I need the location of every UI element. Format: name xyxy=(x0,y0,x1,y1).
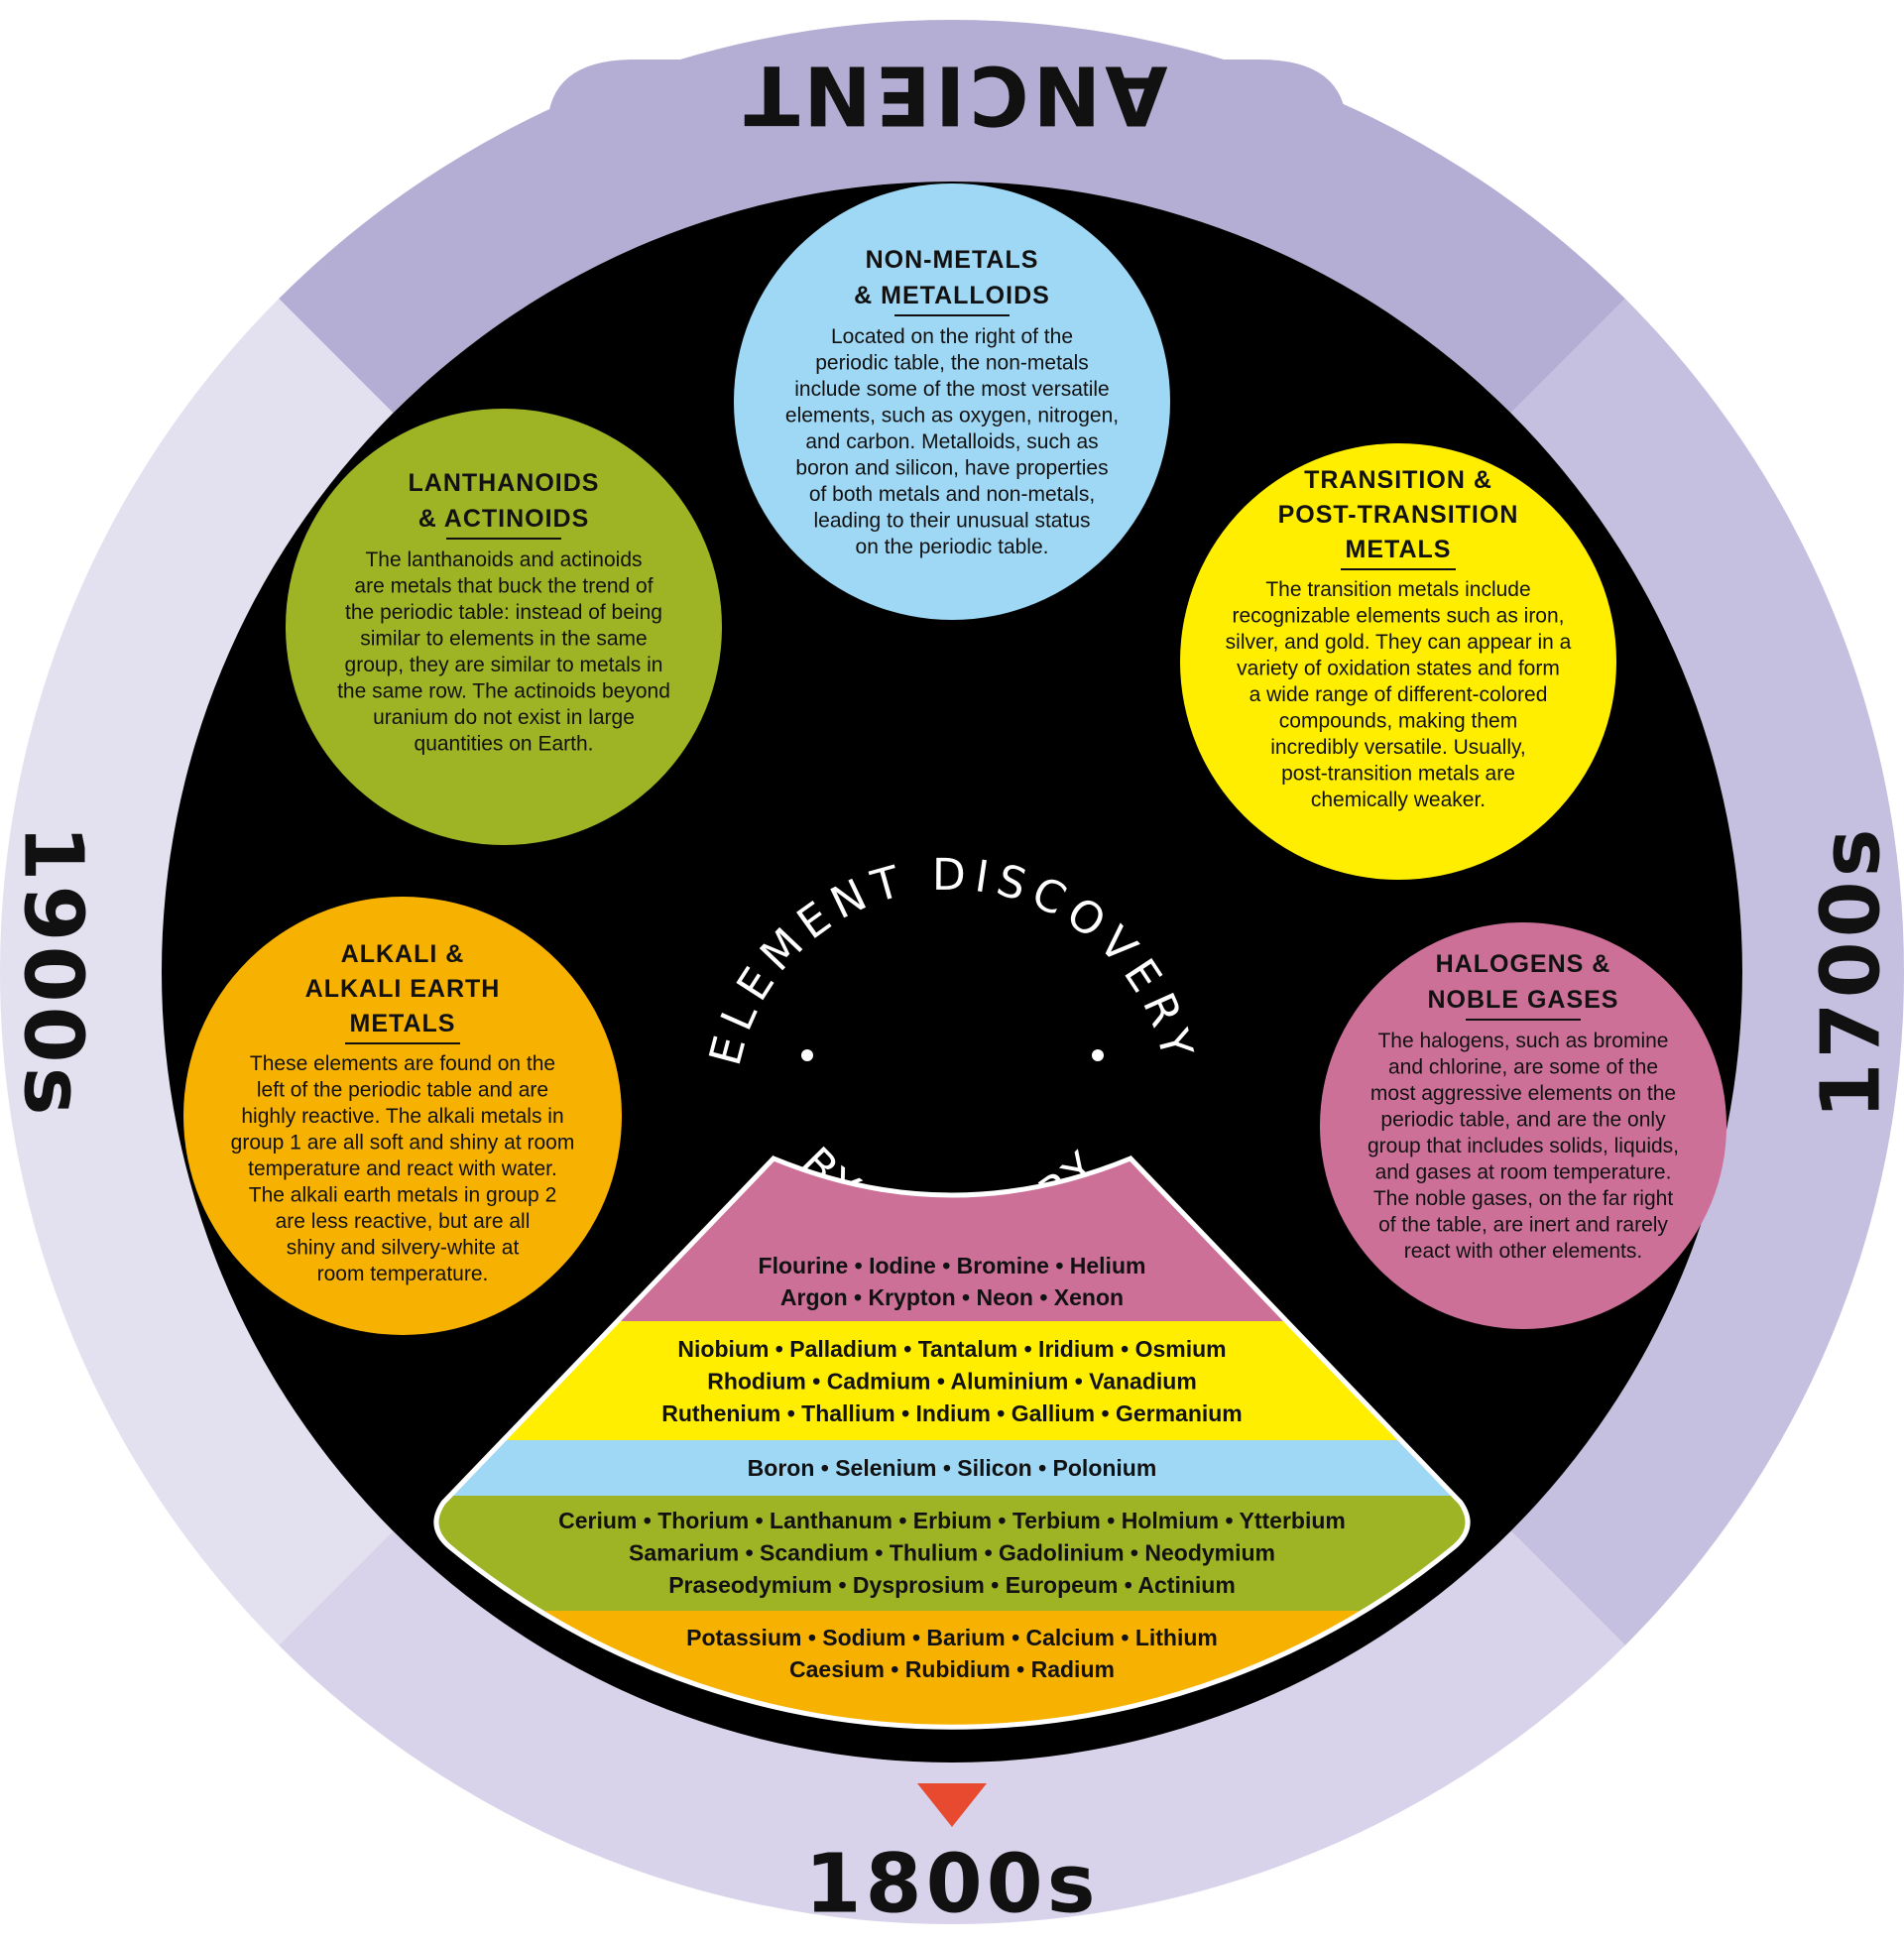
lanthanoids-body-line: group, they are similar to metals in xyxy=(345,654,663,676)
nonmetals-body-line: Located on the right of the xyxy=(831,325,1073,348)
alkali-body-line: room temperature. xyxy=(317,1263,489,1285)
segment-outline xyxy=(433,1155,1471,1730)
halogens-body-line: periodic table, and are the only xyxy=(1380,1109,1666,1132)
pointer-triangle-icon xyxy=(917,1783,987,1827)
lanthanoids-title-line: & ACTINOIDS xyxy=(418,505,590,533)
alkali-body-line: group 1 are all soft and shiny at room xyxy=(231,1132,575,1155)
band-transition-line: Rhodium • Cadmium • Aluminium • Vanadium xyxy=(707,1369,1197,1395)
nonmetals-text: NON-METALS & METALLOIDS Located on the rig… xyxy=(785,246,1119,558)
transition-body-line: post-transition metals are xyxy=(1281,763,1515,786)
alkali-body-line: These elements are found on the xyxy=(250,1052,555,1075)
alkali-body-line: highly reactive. The alkali metals in xyxy=(241,1105,563,1128)
halogens-body-line: The halogens, such as bromine xyxy=(1377,1030,1668,1052)
band-alkali-line: Caesium • Rubidium • Radium xyxy=(789,1656,1115,1682)
ring-segment-1700s xyxy=(1510,299,1904,1645)
nonmetals-body-line: boron and silicon, have properties xyxy=(795,457,1108,480)
alkali-body-line: are less reactive, but are all xyxy=(276,1210,531,1233)
halogens-body-line: and gases at room temperature. xyxy=(1375,1161,1672,1184)
band-alkali-line: Potassium • Sodium • Barium • Calcium • … xyxy=(686,1625,1218,1650)
nonmetals-body-line: leading to their unusual status xyxy=(813,510,1090,533)
era-label-ancient: ANCIENT xyxy=(740,48,1167,142)
ring-segment-1800s xyxy=(279,1530,1625,1924)
lanthanoids-actinoids-circle: LANTHANOIDS & ACTINOIDS The lanthanoids an… xyxy=(286,409,722,845)
halogens-body-line: The noble gases, on the far right xyxy=(1373,1187,1674,1210)
alkali-body-line: The alkali earth metals in group 2 xyxy=(249,1184,557,1207)
halogens-body-line: group that includes solids, liquids, xyxy=(1368,1135,1679,1157)
era-label-1900s: 1900s xyxy=(6,824,100,1119)
halogens-body-line: of the table, are inert and rarely xyxy=(1378,1214,1668,1237)
halogens-title-line: HALOGENS & xyxy=(1436,950,1611,978)
lanthanoids-body-line: the periodic table: instead of being xyxy=(345,601,662,624)
transition-text: TRANSITION & POST-TRANSITION METALS The tra… xyxy=(1226,466,1572,811)
transition-body-line: variety of oxidation states and form xyxy=(1237,658,1560,680)
lanthanoids-title-line: LANTHANOIDS xyxy=(409,469,600,497)
halogens-text: HALOGENS & NOBLE GASES The halogens, such … xyxy=(1368,950,1679,1263)
halogens-title-line: NOBLE GASES xyxy=(1428,986,1619,1014)
alkali-body-line: left of the periodic table and are xyxy=(257,1079,548,1102)
nonmetals-metalloids-circle: NON-METALS & METALLOIDS Located on the rig… xyxy=(734,183,1170,620)
title-dot-left xyxy=(801,1049,813,1061)
alkali-title-line: ALKALI & xyxy=(341,940,465,968)
lanthanoids-body-line: uranium do not exist in large xyxy=(373,706,635,729)
lanthanoids-body-line: are metals that buck the trend of xyxy=(354,575,653,598)
title-dot-right xyxy=(1092,1049,1104,1061)
lanthanoids-body-line: quantities on Earth. xyxy=(415,733,594,756)
band-text-halogens: Flourine • Iodine • Bromine • HeliumArgo… xyxy=(759,1253,1146,1310)
transition-body-line: The transition metals include xyxy=(1265,578,1530,601)
nonmetals-body-line: and carbon. Metalloids, such as xyxy=(805,430,1098,453)
band-halogens-line: Argon • Krypton • Neon • Xenon xyxy=(780,1284,1124,1310)
lanthanoids-text: LANTHANOIDS & ACTINOIDS The lanthanoids an… xyxy=(337,469,670,756)
nonmetals-title-line: NON-METALS xyxy=(866,246,1039,274)
alkali-text: ALKALI & ALKALI EARTH METALS These elements… xyxy=(231,940,575,1285)
lanthanoids-body-line: the same row. The actinoids beyond xyxy=(337,680,670,703)
alkali-body-line: temperature and react with water. xyxy=(248,1157,557,1180)
band-halogens-line: Flourine • Iodine • Bromine • Helium xyxy=(759,1253,1146,1278)
band-lanthanoids-line: Praseodymium • Dysprosium • Europeum • A… xyxy=(668,1572,1236,1598)
band-transition-line: Niobium • Palladium • Tantalum • Iridium… xyxy=(677,1336,1226,1362)
alkali-title-line: ALKALI EARTH xyxy=(305,975,501,1003)
band-transition xyxy=(435,1321,1469,1440)
ring-segment-1900s xyxy=(0,299,394,1645)
transition-body-line: chemically weaker. xyxy=(1311,789,1486,811)
transition-body-line: incredibly versatile. Usually, xyxy=(1270,736,1526,759)
band-text-lanthanoids: Cerium • Thorium • Lanthanum • Erbium • … xyxy=(558,1508,1346,1598)
nonmetals-body-line: of both metals and non-metals, xyxy=(809,483,1095,506)
alkali-metals-circle: ALKALI & ALKALI EARTH METALS These elements… xyxy=(183,897,622,1335)
era-label-1800s: 1800s xyxy=(804,1837,1099,1931)
ancient-tab xyxy=(547,60,1347,179)
band-text-alkali: Potassium • Sodium • Barium • Calcium • … xyxy=(686,1625,1218,1682)
band-lanthanoids-line: Samarium • Scandium • Thulium • Gadolini… xyxy=(629,1540,1275,1566)
band-lanthanoids xyxy=(435,1496,1469,1611)
band-transition-line: Ruthenium • Thallium • Indium • Gallium … xyxy=(661,1400,1243,1426)
nonmetals-title-line: & METALLOIDS xyxy=(854,282,1050,309)
transition-metals-circle: TRANSITION & POST-TRANSITION METALS The tra… xyxy=(1180,443,1616,880)
band-text-transition: Niobium • Palladium • Tantalum • Iridium… xyxy=(661,1336,1243,1426)
alkali-body-line: shiny and silvery-white at xyxy=(287,1237,520,1260)
lanthanoids-body-line: The lanthanoids and actinoids xyxy=(365,548,642,571)
transition-body-line: silver, and gold. They can appear in a xyxy=(1226,631,1572,654)
nonmetals-body-line: periodic table, the non-metals xyxy=(815,352,1089,375)
transition-title-line: POST-TRANSITION xyxy=(1278,501,1519,529)
halogens-body-line: and chlorine, are some of the xyxy=(1388,1056,1658,1079)
transition-body-line: compounds, making them xyxy=(1279,710,1517,733)
transition-title-line: METALS xyxy=(1346,536,1452,563)
nonmetals-body-line: on the periodic table. xyxy=(856,536,1049,558)
lanthanoids-body-line: similar to elements in the same xyxy=(360,628,647,651)
band-lanthanoids-line: Cerium • Thorium • Lanthanum • Erbium • … xyxy=(558,1508,1346,1533)
alkali-title-line: METALS xyxy=(350,1010,456,1037)
halogens-noble-gases-circle: HALOGENS & NOBLE GASES The halogens, such … xyxy=(1320,922,1726,1329)
halogens-body-line: most aggressive elements on the xyxy=(1370,1082,1676,1105)
nonmetals-body-line: include some of the most versatile xyxy=(794,378,1109,401)
transition-body-line: a wide range of different-colored xyxy=(1250,683,1548,706)
band-nonmetals-line: Boron • Selenium • Silicon • Polonium xyxy=(748,1455,1157,1481)
band-nonmetals xyxy=(435,1440,1469,1496)
band-text-nonmetals: Boron • Selenium • Silicon • Polonium xyxy=(748,1455,1157,1481)
nonmetals-body-line: elements, such as oxygen, nitrogen, xyxy=(785,405,1119,427)
transition-title-line: TRANSITION & xyxy=(1304,466,1492,494)
era-label-1700s: 1700s xyxy=(1804,824,1898,1119)
transition-body-line: recognizable elements such as iron, xyxy=(1232,605,1564,628)
halogens-body-line: react with other elements. xyxy=(1404,1240,1642,1263)
